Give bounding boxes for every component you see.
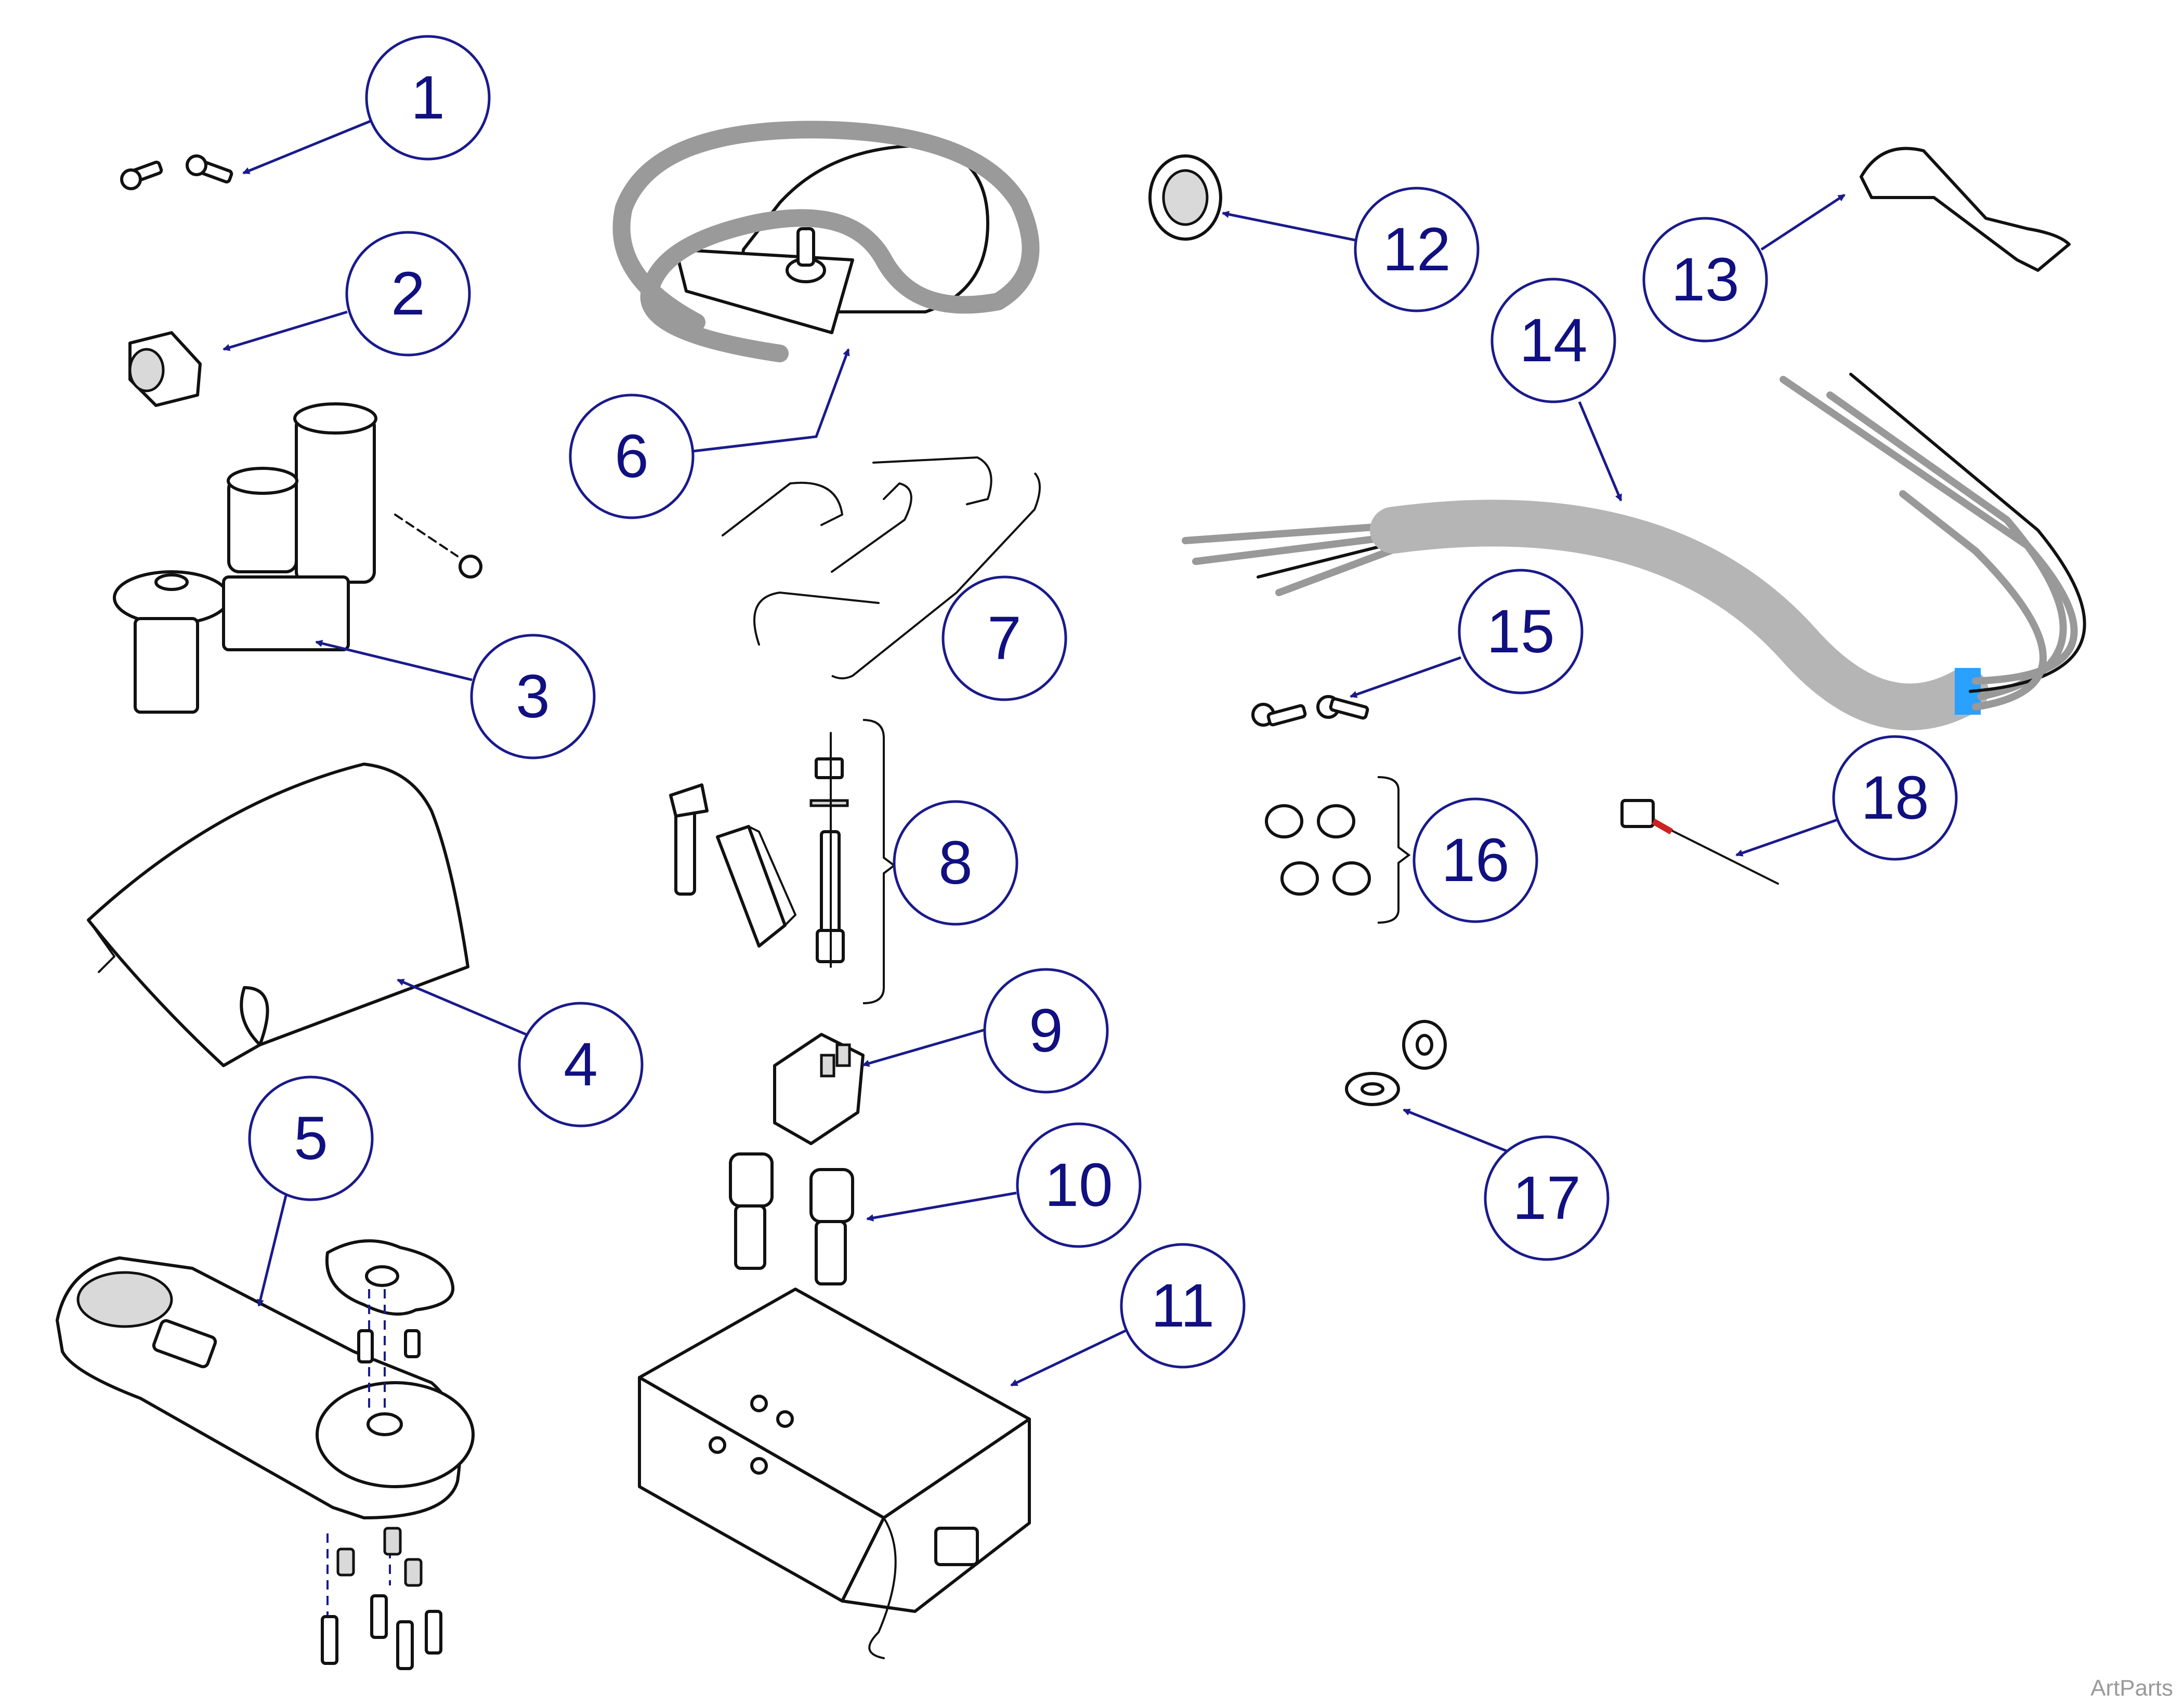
part-14-harness — [1182, 373, 2086, 730]
leader-9 — [862, 1028, 987, 1067]
part-11-control-box — [638, 1288, 1031, 1659]
callout-16: 16 — [1413, 797, 1538, 923]
part-9-connector — [773, 1033, 865, 1145]
part-7-cable-clips — [722, 456, 992, 646]
bracket-8 — [862, 719, 896, 1004]
callout-6-number: 6 — [614, 422, 649, 491]
callout-14-number: 14 — [1519, 306, 1587, 375]
part-18-connector-cable — [1620, 799, 1779, 885]
callout-12-number: 12 — [1382, 215, 1450, 284]
callout-13-number: 13 — [1671, 245, 1739, 314]
callout-5: 5 — [248, 1075, 374, 1201]
callout-18: 18 — [1832, 735, 1958, 861]
callout-1-number: 1 — [411, 63, 445, 132]
leader-14 — [1578, 401, 1623, 502]
callout-16-number: 16 — [1441, 826, 1509, 895]
bracket-16 — [1377, 776, 1411, 924]
leader-17 — [1403, 1108, 1508, 1153]
callout-12: 12 — [1354, 187, 1480, 312]
callout-10-number: 10 — [1044, 1151, 1113, 1219]
part-16-standoffs — [1265, 804, 1371, 896]
part-4-cover — [87, 763, 469, 1067]
part-17-lock-washers — [1345, 1020, 1447, 1106]
callout-1: 1 — [365, 35, 491, 161]
leader-11 — [1010, 1329, 1127, 1387]
callout-4-number: 4 — [564, 1030, 598, 1099]
leader-4 — [397, 978, 527, 1036]
callout-5-number: 5 — [294, 1104, 328, 1173]
callout-18-number: 18 — [1861, 764, 1929, 832]
callout-8-number: 8 — [938, 829, 973, 897]
callout-11-number: 11 — [1151, 1271, 1215, 1340]
callout-17: 17 — [1484, 1135, 1610, 1261]
callout-7: 7 — [941, 575, 1067, 701]
leader-6 — [692, 348, 850, 453]
part-5-arm — [56, 1239, 475, 1670]
part-13-bracket — [1860, 147, 2071, 272]
part-2-bushing — [128, 331, 202, 407]
callout-3: 3 — [470, 634, 596, 759]
bracket-7 — [831, 472, 1041, 679]
part-15-screws — [1251, 695, 1369, 727]
leader-13 — [1760, 193, 1846, 251]
callout-4: 4 — [518, 1002, 644, 1127]
callout-17-number: 17 — [1512, 1164, 1580, 1232]
callout-9-number: 9 — [1029, 996, 1063, 1065]
artparts-watermark: ArtParts — [2090, 1675, 2173, 1701]
callout-3-number: 3 — [516, 662, 550, 731]
callout-2-number: 2 — [391, 259, 425, 328]
leader-2 — [223, 310, 348, 351]
part-10-cap-screws — [729, 1152, 854, 1285]
leader-1 — [242, 118, 375, 175]
callout-8: 8 — [893, 800, 1018, 926]
leader-5 — [257, 1195, 287, 1307]
callout-15-number: 15 — [1486, 597, 1554, 666]
callout-6: 6 — [569, 393, 695, 519]
callout-7-number: 7 — [987, 604, 1022, 673]
part-6-foot-control — [612, 121, 1040, 362]
leader-15 — [1350, 656, 1461, 698]
callout-11: 11 — [1120, 1243, 1246, 1369]
part-3-valve-assembly — [113, 402, 482, 714]
part-12-grommet — [1148, 154, 1222, 241]
callout-13: 13 — [1642, 217, 1768, 343]
callout-14: 14 — [1490, 278, 1616, 403]
leader-10 — [866, 1191, 1017, 1222]
part-8-hardware — [669, 732, 849, 968]
callout-9: 9 — [983, 968, 1109, 1094]
callout-15: 15 — [1458, 569, 1584, 694]
callout-10: 10 — [1016, 1122, 1142, 1248]
part-1-screws — [120, 154, 233, 190]
leader-18 — [1735, 817, 1841, 857]
callout-2: 2 — [345, 231, 471, 357]
leader-3 — [315, 640, 473, 681]
leader-12 — [1222, 211, 1356, 242]
